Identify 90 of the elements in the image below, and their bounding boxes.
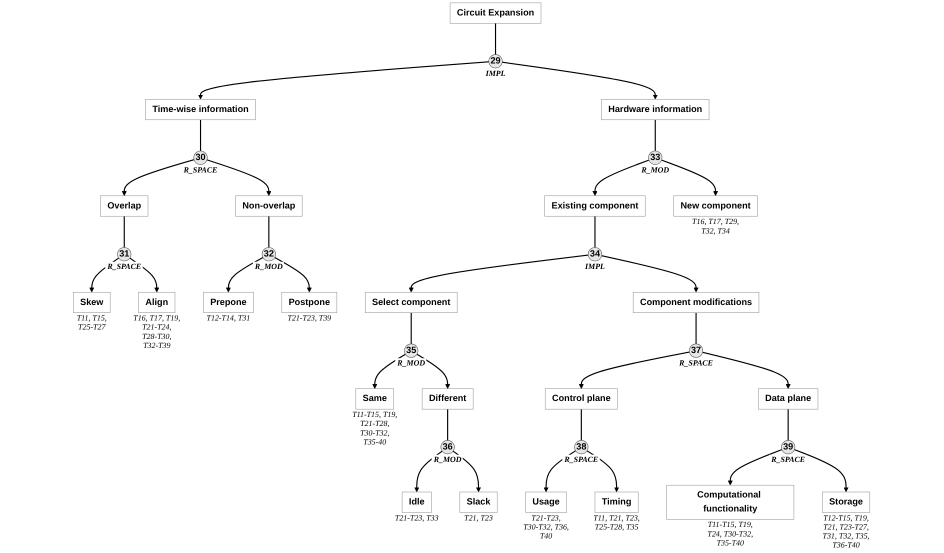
node-box: Timing bbox=[594, 492, 638, 513]
node-box: Skew bbox=[73, 292, 110, 313]
node-box: New component bbox=[673, 196, 758, 217]
node-annotation: T12-T14, T31 bbox=[206, 314, 250, 323]
node-annotation: T12-T15, T19, T21, T23-T27, T31, T32, T35, T36-T40 bbox=[822, 513, 870, 550]
node-box: Same bbox=[356, 388, 394, 410]
arrow bbox=[661, 160, 718, 196]
arrow bbox=[130, 258, 160, 292]
relation-label: IMPL bbox=[486, 69, 506, 78]
relation-label: R_MOD bbox=[397, 358, 426, 368]
node-circle: 33 bbox=[648, 150, 662, 165]
connector bbox=[696, 312, 697, 344]
connector bbox=[494, 23, 496, 55]
node-box: Overlap bbox=[100, 196, 148, 217]
relation-label: R_SPACE bbox=[184, 166, 218, 175]
arrow bbox=[408, 254, 588, 292]
node-circle: 30 bbox=[193, 150, 208, 165]
connector bbox=[410, 312, 412, 344]
arrow bbox=[702, 352, 791, 389]
node-box: Existing component bbox=[544, 196, 646, 217]
node-circle: 39 bbox=[781, 440, 796, 454]
node-box: Slack bbox=[460, 492, 498, 513]
arrow bbox=[592, 160, 650, 196]
node-annotation: T11-T15, T19, T21-T28, T30-T32, T35-40 bbox=[352, 410, 398, 446]
node-annotation: T11, T21, T23, T25-T28, T35 bbox=[593, 513, 640, 532]
node-circle: 32 bbox=[262, 247, 276, 262]
connector bbox=[447, 409, 448, 440]
arrow bbox=[206, 159, 272, 196]
node-box: Data plane bbox=[758, 388, 818, 410]
node-annotation: T16, T17, T19, T21-T24, T28-T30, T32-T39 bbox=[133, 314, 180, 350]
node-box: Computational functionality bbox=[666, 484, 794, 520]
node-box: Select component bbox=[364, 292, 458, 313]
node-annotation: T11-T15, T19, T24, T30-T32, T35-T40 bbox=[707, 520, 754, 548]
node-box: Time-wise information bbox=[145, 99, 256, 120]
relation-label: R_MOD bbox=[254, 262, 283, 272]
node-circle: 38 bbox=[574, 440, 588, 454]
relation-label: R_MOD bbox=[641, 166, 670, 175]
connector bbox=[788, 409, 789, 440]
connector bbox=[654, 120, 656, 152]
arrow bbox=[416, 354, 450, 389]
connector bbox=[124, 216, 125, 248]
relation-label: R_SPACE bbox=[679, 358, 713, 368]
connector bbox=[268, 216, 270, 248]
connector bbox=[200, 120, 202, 152]
node-circle: 36 bbox=[440, 440, 455, 454]
node-annotation: T11, T15, T25-T27 bbox=[76, 314, 107, 332]
relation-label: R_SPACE bbox=[771, 454, 806, 464]
arrow bbox=[198, 61, 489, 100]
relation-label: R_SPACE bbox=[107, 262, 142, 272]
node-circle: 29 bbox=[488, 54, 503, 68]
node-box: Usage bbox=[525, 492, 567, 513]
arrow bbox=[414, 450, 442, 492]
arrow bbox=[601, 255, 699, 292]
node-box: Hardware information bbox=[601, 99, 710, 120]
connector bbox=[580, 409, 582, 440]
arrow bbox=[728, 449, 782, 486]
node-box: Postpone bbox=[282, 292, 338, 313]
relation-label: IMPL bbox=[585, 262, 605, 272]
node-circle: 34 bbox=[588, 247, 602, 262]
node-circle: 37 bbox=[689, 344, 704, 358]
node-box: Different bbox=[422, 388, 474, 410]
node-annotation: T21, T23 bbox=[464, 513, 493, 522]
node-box: Align bbox=[138, 292, 176, 313]
node-box: Circuit Expansion bbox=[450, 2, 542, 24]
arrow bbox=[89, 258, 120, 292]
connector bbox=[594, 216, 596, 248]
node-annotation: T21-T23, T39 bbox=[287, 314, 332, 323]
node-box: Component modifications bbox=[632, 292, 760, 313]
arrow bbox=[226, 257, 264, 292]
node-annotation: T21-T23, T30-T32, T36, T40 bbox=[523, 513, 569, 541]
arrow bbox=[578, 351, 690, 389]
node-circle: 31 bbox=[117, 247, 132, 262]
arrow bbox=[794, 449, 849, 492]
arrow bbox=[586, 450, 620, 492]
arrow bbox=[274, 257, 312, 292]
node-box: Storage bbox=[822, 492, 870, 513]
node-annotation: T21-T23, T33 bbox=[394, 513, 439, 522]
relation-label: R_MOD bbox=[434, 454, 462, 464]
arrow bbox=[122, 159, 194, 196]
arrow bbox=[502, 62, 658, 100]
relation-label: R_SPACE bbox=[564, 454, 598, 464]
node-circle: 35 bbox=[404, 344, 418, 358]
node-box: Prepone bbox=[203, 292, 254, 313]
node-box: Idle bbox=[402, 492, 432, 513]
arrow bbox=[544, 450, 576, 492]
arrow bbox=[372, 354, 406, 389]
node-box: Control plane bbox=[544, 388, 618, 410]
node-box: Non-overlap bbox=[235, 196, 302, 217]
node-annotation: T16, T17, T29, T32, T34 bbox=[692, 217, 740, 236]
arrow bbox=[452, 450, 482, 492]
